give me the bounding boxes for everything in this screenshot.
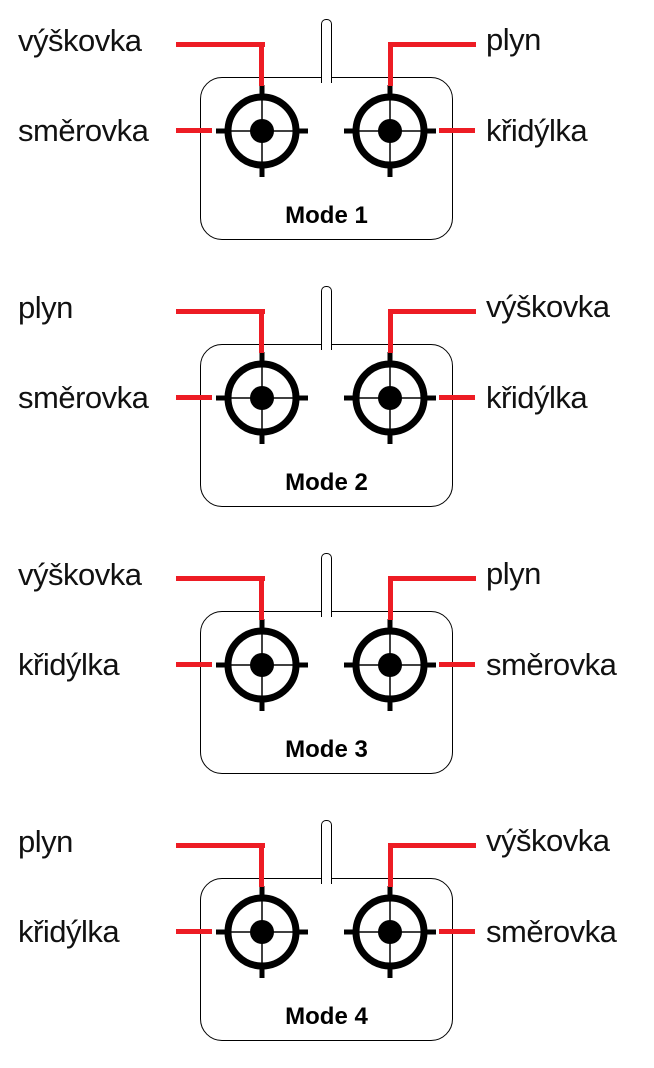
top-right-callout-elbow (388, 843, 393, 887)
left-gimbal-stick-icon (216, 886, 308, 978)
side-right-stick-label: křidýlka (486, 113, 588, 148)
top-right-callout-line (388, 576, 476, 581)
mode-diagram-3: výškovka plyn křidýlka směrovka Mode 3 (0, 534, 654, 801)
gimbal-stick-knob (378, 653, 402, 677)
side-right-callout-line (439, 395, 475, 400)
side-right-stick-label: směrovka (486, 914, 617, 949)
gimbal-stick-knob (250, 119, 274, 143)
top-right-callout-elbow (388, 309, 393, 353)
mode-title: Mode 1 (285, 202, 368, 229)
top-right-callout-line (388, 42, 476, 47)
top-left-callout-elbow (259, 576, 264, 620)
side-left-stick-label: směrovka (18, 380, 149, 415)
top-right-callout-line (388, 843, 476, 848)
side-left-callout-line (176, 929, 212, 934)
top-left-callout-line (176, 42, 265, 47)
left-gimbal-stick-icon (216, 619, 308, 711)
top-left-stick-label: výškovka (18, 23, 142, 58)
side-right-callout-line (439, 128, 475, 133)
antenna-icon (321, 286, 332, 350)
right-gimbal-stick-icon (344, 85, 436, 177)
left-gimbal-stick-icon (216, 85, 308, 177)
side-right-callout-line (439, 662, 475, 667)
top-right-stick-label: plyn (486, 556, 541, 591)
gimbal-stick-knob (250, 653, 274, 677)
antenna-icon (321, 19, 332, 83)
top-left-callout-elbow (259, 843, 264, 887)
side-left-callout-line (176, 128, 212, 133)
gimbal-stick-knob (378, 119, 402, 143)
top-right-callout-elbow (388, 42, 393, 86)
top-right-stick-label: výškovka (486, 823, 610, 858)
top-left-callout-elbow (259, 309, 264, 353)
mode-title: Mode 2 (285, 469, 368, 496)
mode-title: Mode 3 (285, 736, 368, 763)
side-left-callout-line (176, 662, 212, 667)
gimbal-stick-knob (378, 920, 402, 944)
top-right-callout-line (388, 309, 476, 314)
antenna-icon (321, 820, 332, 884)
side-right-stick-label: směrovka (486, 647, 617, 682)
top-left-callout-line (176, 843, 265, 848)
top-left-callout-elbow (259, 42, 264, 86)
mode-diagram-1: výškovka plyn směrovka křidýlka Mode 1 (0, 0, 654, 267)
top-left-callout-line (176, 309, 265, 314)
right-gimbal-stick-icon (344, 886, 436, 978)
gimbal-stick-knob (250, 386, 274, 410)
top-right-stick-label: výškovka (486, 289, 610, 324)
side-left-stick-label: křidýlka (18, 647, 120, 682)
gimbal-stick-knob (378, 386, 402, 410)
right-gimbal-stick-icon (344, 619, 436, 711)
side-left-stick-label: směrovka (18, 113, 149, 148)
top-left-stick-label: plyn (18, 290, 73, 325)
mode-diagram-2: plyn výškovka směrovka křidýlka Mode 2 (0, 267, 654, 534)
side-right-callout-line (439, 929, 475, 934)
side-right-stick-label: křidýlka (486, 380, 588, 415)
top-right-stick-label: plyn (486, 22, 541, 57)
antenna-icon (321, 553, 332, 617)
top-left-stick-label: výškovka (18, 557, 142, 592)
gimbal-stick-knob (250, 920, 274, 944)
right-gimbal-stick-icon (344, 352, 436, 444)
side-left-callout-line (176, 395, 212, 400)
top-right-callout-elbow (388, 576, 393, 620)
mode-title: Mode 4 (285, 1003, 368, 1030)
side-left-stick-label: křidýlka (18, 914, 120, 949)
mode-diagram-4: plyn výškovka křidýlka směrovka Mode 4 (0, 801, 654, 1068)
left-gimbal-stick-icon (216, 352, 308, 444)
top-left-callout-line (176, 576, 265, 581)
top-left-stick-label: plyn (18, 824, 73, 859)
